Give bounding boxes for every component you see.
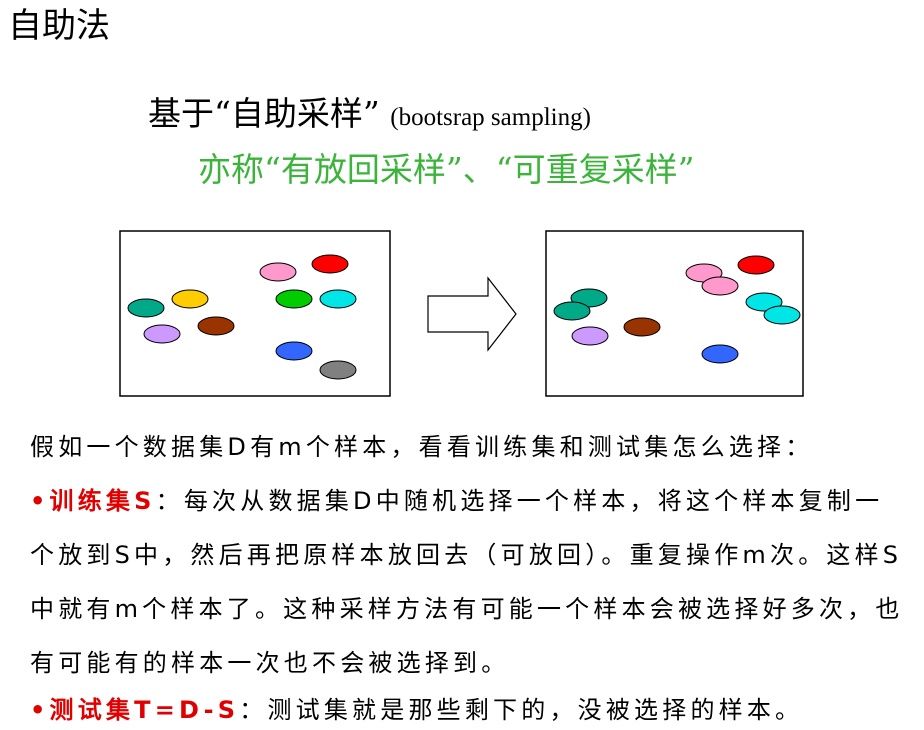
ellipse-lavender xyxy=(571,326,609,346)
training-set-label: 训练集S xyxy=(49,487,156,515)
ellipse-brown xyxy=(197,316,235,336)
test-set-paragraph: •测试集T=D-S：测试集就是那些剩下的，没被选择的样本。 xyxy=(30,690,910,730)
ellipse-brown xyxy=(623,317,661,337)
ellipse-pink xyxy=(259,262,297,282)
subtitle-zh: 基于“自助采样” xyxy=(148,94,380,133)
training-set-paragraph: •训练集S：每次从数据集D中随机选择一个样本，将这个样本复制一个放到S中，然后再… xyxy=(30,474,910,690)
intro-text: 假如一个数据集D有m个样本，看看训练集和测试集怎么选择： xyxy=(30,433,814,461)
sampling-diagram xyxy=(119,230,804,397)
ellipse-cyan xyxy=(319,289,357,309)
ellipse-blue xyxy=(701,344,739,364)
ellipse-red xyxy=(737,255,775,275)
ellipse-blue xyxy=(275,341,313,361)
ellipse-yellow xyxy=(171,289,209,309)
ellipse-cyan xyxy=(763,305,801,325)
subtitle-alias: 亦称“有放回采样”、“可重复采样” xyxy=(198,150,695,189)
ellipse-red xyxy=(311,254,349,274)
right-arrow-icon xyxy=(427,276,517,352)
ellipse-gray xyxy=(319,360,357,380)
training-set-text: ：每次从数据集D中随机选择一个样本，将这个样本复制一个放到S中，然后再把原样本放… xyxy=(30,487,904,677)
ellipse-cyan xyxy=(745,292,783,312)
ellipse-green xyxy=(275,289,313,309)
ellipse-teal xyxy=(127,298,165,318)
ellipse-pink xyxy=(701,276,739,296)
test-set-bullet: • xyxy=(30,696,50,724)
subtitle-bootstrap: 基于“自助采样” (bootsrap sampling) xyxy=(148,92,591,140)
subtitle-en: (bootsrap sampling) xyxy=(390,104,591,131)
page-title: 自助法 xyxy=(8,6,110,46)
training-set-bullet: • xyxy=(30,487,50,515)
ellipse-teal xyxy=(553,301,591,321)
ellipse-lavender xyxy=(143,324,181,344)
test-set-label: 测试集T=D-S xyxy=(49,696,240,724)
test-set-text: ：测试集就是那些剩下的，没被选择的样本。 xyxy=(239,696,804,724)
